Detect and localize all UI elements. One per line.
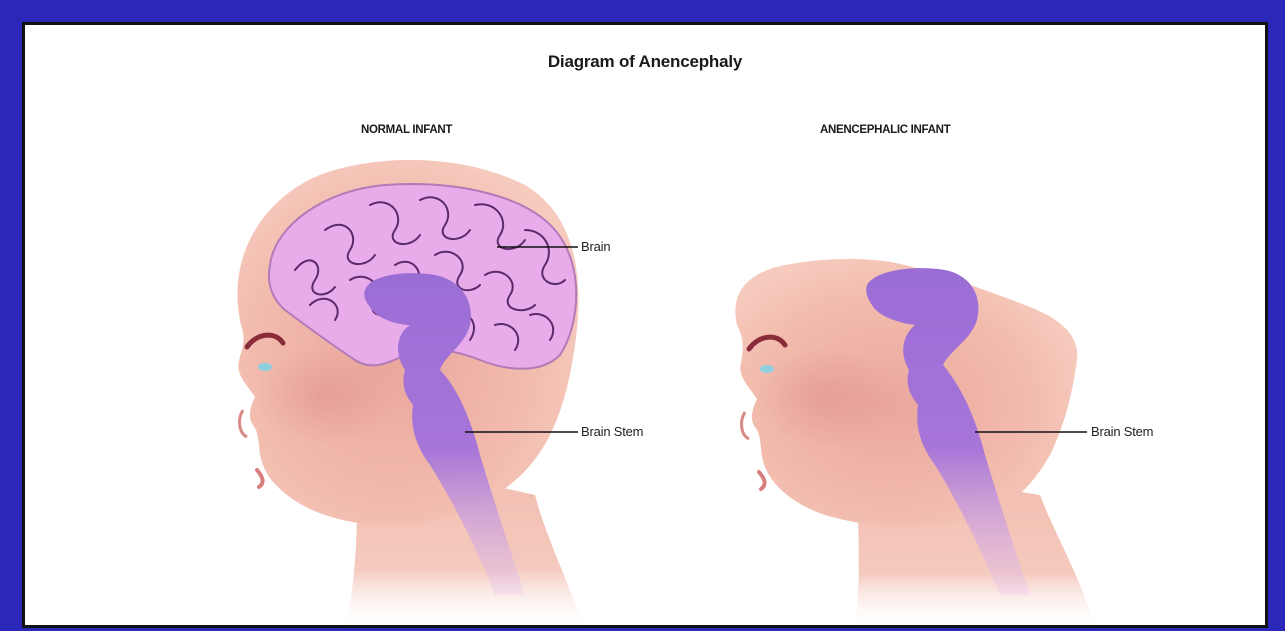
anencephalic-infant-head — [735, 259, 1095, 628]
normal-infant-head — [237, 160, 585, 628]
brain-label: Brain — [581, 239, 610, 254]
anencephalic-mouth — [759, 472, 765, 489]
anencephalic-brain-stem-label: Brain Stem — [1091, 424, 1153, 439]
normal-nose — [240, 410, 247, 437]
page-frame: Diagram of Anencephaly NORMAL INFANT ANE… — [6, 6, 1279, 631]
diagram-panel: Diagram of Anencephaly NORMAL INFANT ANE… — [22, 22, 1268, 628]
anencephalic-eye-icon — [760, 365, 774, 373]
normal-mouth — [257, 470, 263, 487]
normal-eye-icon — [258, 363, 272, 371]
normal-brain-stem-label: Brain Stem — [581, 424, 643, 439]
anencephalic-nose — [742, 412, 749, 439]
illustration — [25, 25, 1268, 628]
